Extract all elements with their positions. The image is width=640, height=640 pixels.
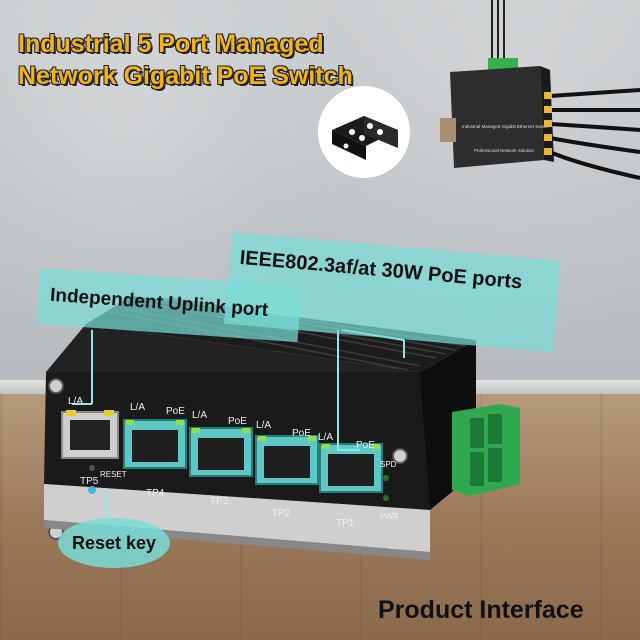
pwr-label: PWR xyxy=(380,512,399,521)
bracket-icon xyxy=(332,116,398,160)
mini-switch-image: Industrial Managed Gigabit Ethernet Swit… xyxy=(440,0,640,180)
port-tp1-poe: PoE xyxy=(356,440,375,451)
port-tp2-poe: PoE xyxy=(292,428,311,439)
port-tp3-la: L/A xyxy=(192,410,208,421)
reset-key-callout: Reset key xyxy=(58,518,170,568)
headline-line-1: Industrial 5 Port Managed xyxy=(18,30,324,58)
reset-label: RESET xyxy=(100,470,127,479)
uplink-la-label: L/A xyxy=(68,396,84,407)
svg-text:Industrial Managed Gigabit Eth: Industrial Managed Gigabit Ethernet Swit… xyxy=(462,124,549,129)
port-tp1-name: TP1 xyxy=(336,518,355,529)
svg-text:Professional Network Solution: Professional Network Solution xyxy=(474,148,535,153)
product-interface-title: Product Interface xyxy=(378,596,584,624)
port-tp2-name: TP2 xyxy=(272,508,291,519)
port-tp4-poe: PoE xyxy=(166,406,185,417)
product-headline: Industrial 5 Port Managed Network Gigabi… xyxy=(18,28,353,92)
port-tp3-name: TP3 xyxy=(210,496,229,507)
port-tp4-la: L/A xyxy=(130,402,146,413)
poe-ports xyxy=(123,419,383,493)
tp5-label: TP5 xyxy=(80,476,99,487)
port-tp4-name: TP4 xyxy=(146,488,165,499)
port-tp1-la: L/A xyxy=(318,432,334,443)
spd-label: SPD xyxy=(380,460,397,469)
headline-line-2: Network Gigabit PoE Switch xyxy=(18,62,353,90)
port-tp3-poe: PoE xyxy=(228,416,247,427)
mounting-bracket-image xyxy=(318,86,410,178)
port-tp2-la: L/A xyxy=(256,420,272,431)
